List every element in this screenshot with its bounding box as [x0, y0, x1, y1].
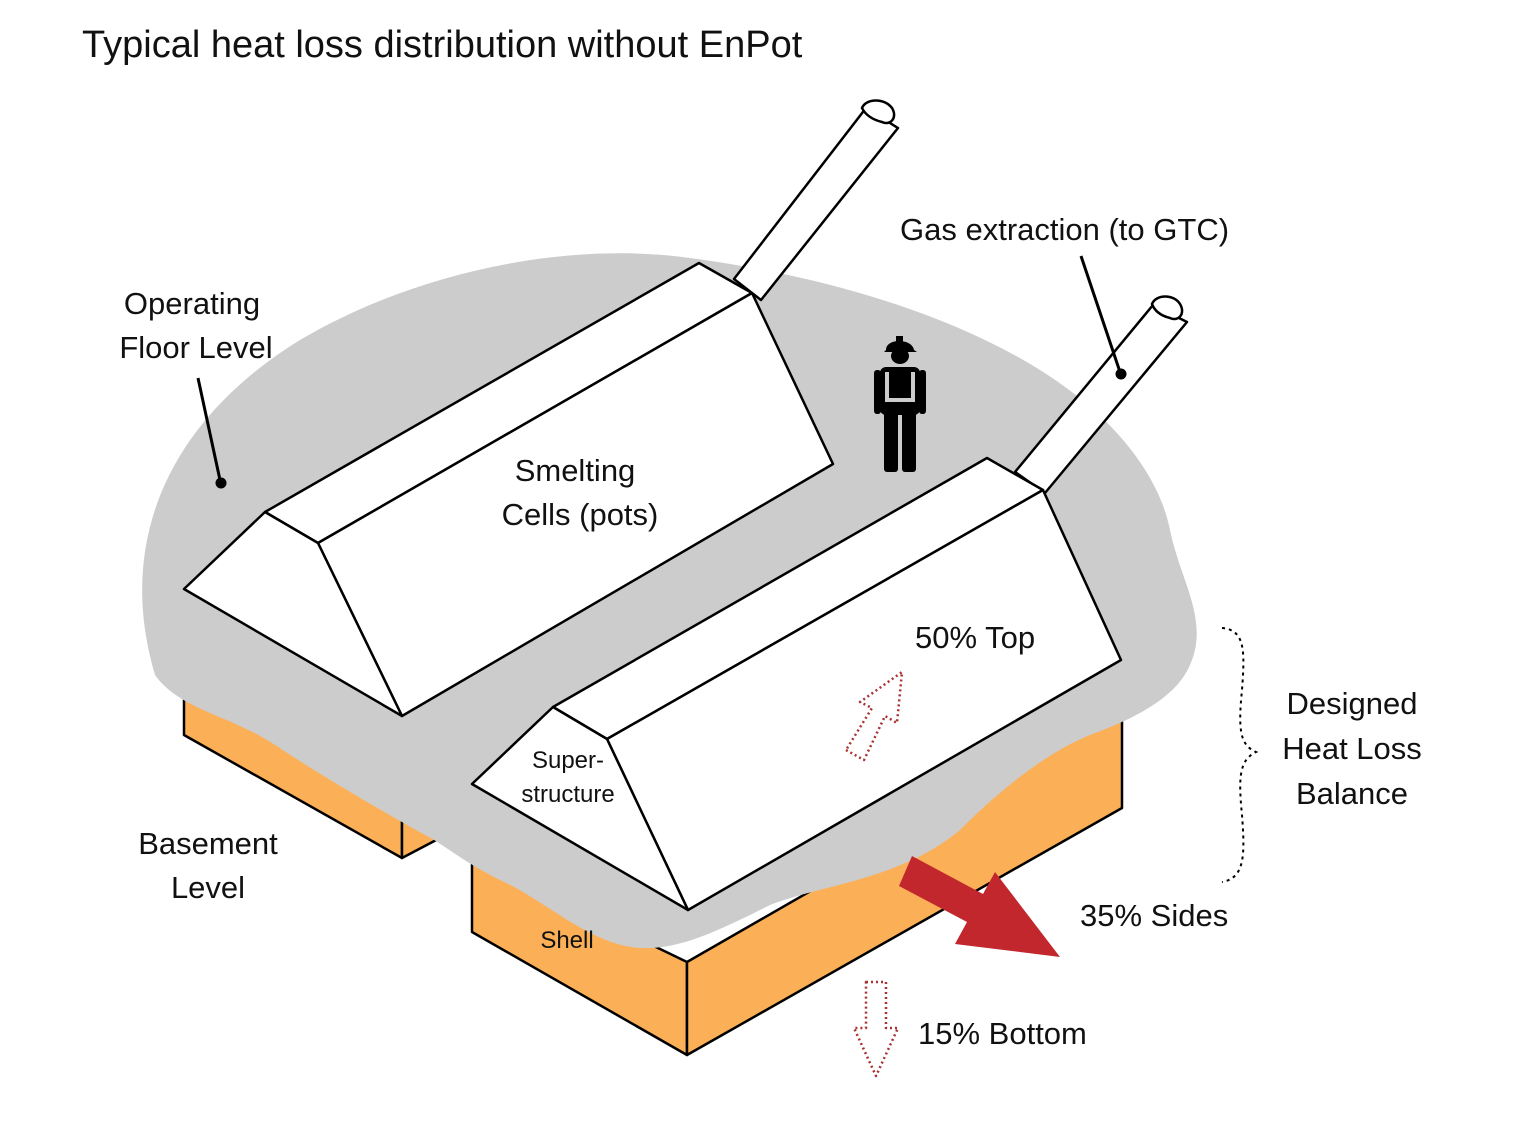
gas-extraction-label: Gas extraction (to GTC) — [900, 212, 1229, 247]
smelting-cells-label-line2: Cells (pots) — [502, 497, 659, 532]
bottom-loss-label: 15% Bottom — [918, 1016, 1087, 1051]
sides-loss-label: 35% Sides — [1080, 898, 1228, 933]
basement-label-line2: Level — [171, 870, 245, 905]
worker-icon — [874, 336, 926, 472]
back-gas-pipe — [732, 99, 900, 302]
superstructure-label-line1: Super- — [532, 747, 604, 774]
sides-heat-arrow — [899, 856, 1060, 957]
bottom-heat-arrow — [852, 980, 900, 1078]
smelting-cells-label-line1: Smelting — [515, 453, 636, 488]
operating-floor-label-line2: Floor Level — [119, 330, 272, 365]
operating-floor — [142, 253, 1197, 949]
top-loss-label: 50% Top — [915, 620, 1035, 655]
balance-label-line3: Balance — [1296, 776, 1408, 811]
diagram-title: Typical heat loss distribution without E… — [82, 24, 803, 66]
balance-label-line2: Heat Loss — [1282, 731, 1422, 766]
basement-label-line1: Basement — [138, 826, 278, 861]
balance-brace — [1221, 627, 1259, 883]
shell-label: Shell — [540, 927, 593, 954]
balance-label-line1: Designed — [1287, 686, 1418, 721]
back-pot-superstructure — [182, 261, 835, 718]
operating-floor-label-line1: Operating — [124, 286, 260, 321]
superstructure-label-line2: structure — [521, 781, 614, 808]
operating-floor-pointer — [196, 377, 227, 489]
gas-extraction-pointer — [1079, 255, 1127, 380]
